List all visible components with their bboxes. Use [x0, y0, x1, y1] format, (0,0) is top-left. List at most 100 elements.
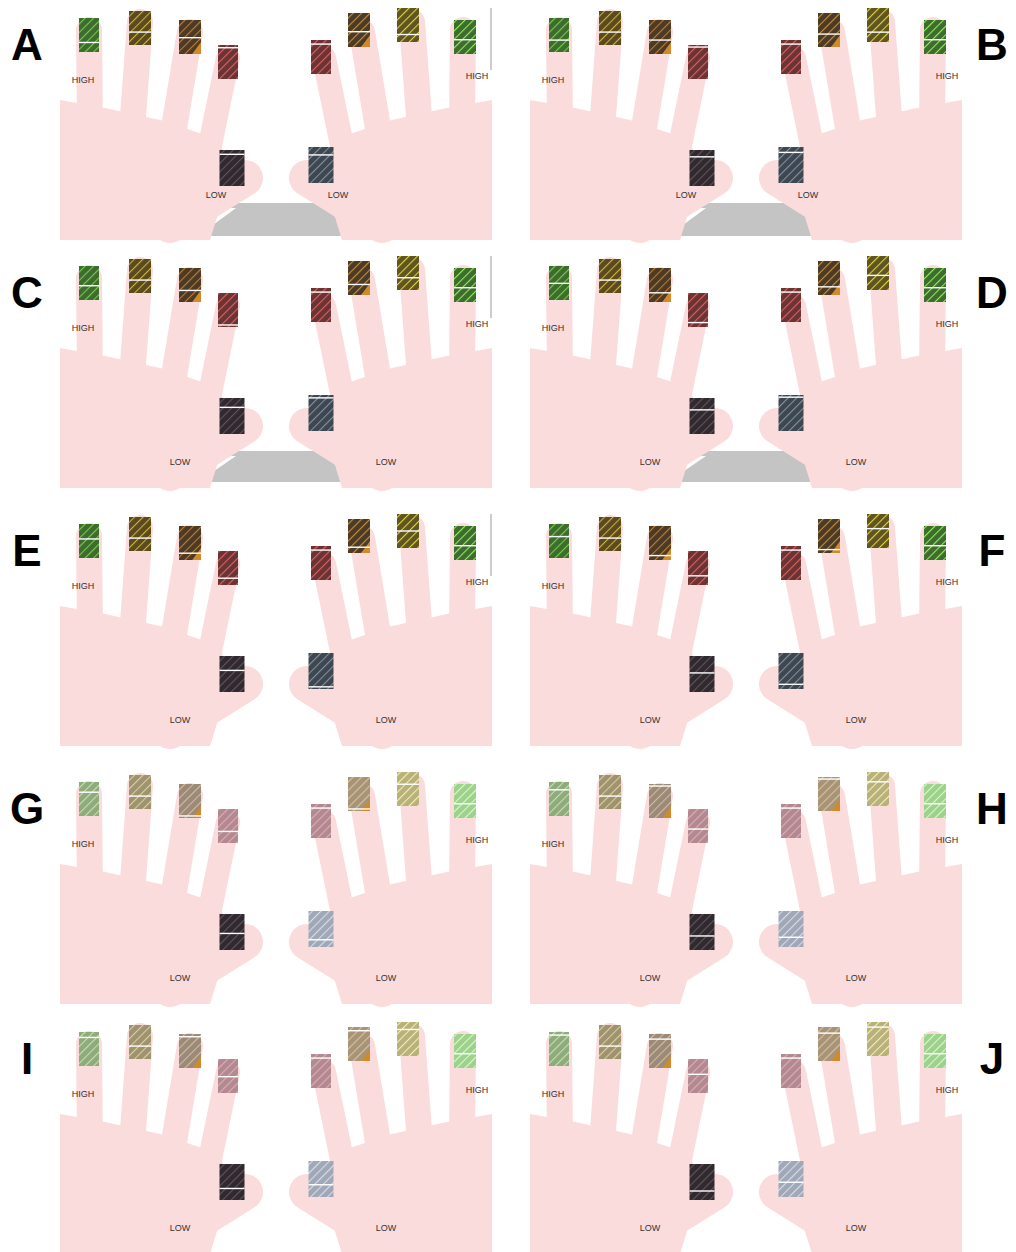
panel-letter: A [11, 23, 43, 67]
finger-marker [454, 526, 476, 560]
hand-panel [60, 1014, 492, 1252]
hand-shape [777, 270, 962, 488]
finger-marker [688, 809, 708, 843]
finger-marker [924, 784, 946, 818]
finger-marker [924, 20, 946, 54]
finger-marker [599, 775, 621, 809]
finger-marker [311, 40, 331, 74]
hand-shape [777, 22, 962, 240]
finger-marker [454, 784, 476, 818]
finger-marker [781, 40, 801, 74]
finger-marker [779, 395, 804, 431]
hand-shape [60, 786, 245, 1004]
finger-marker [220, 398, 245, 434]
finger-marker [311, 288, 331, 322]
finger-marker [79, 524, 99, 558]
finger-marker [867, 772, 889, 806]
finger-marker [688, 1059, 708, 1093]
finger-marker [311, 546, 331, 580]
high-label: HIGH [466, 578, 489, 587]
finger-marker [690, 1164, 715, 1200]
finger-marker [867, 514, 889, 548]
finger-marker [218, 293, 238, 327]
finger-marker [179, 526, 201, 560]
finger-marker [818, 261, 840, 295]
high-label: HIGH [936, 1086, 959, 1095]
finger-marker [218, 1059, 238, 1093]
finger-marker [779, 1161, 804, 1197]
finger-marker [779, 653, 804, 689]
low-label: LOW [640, 974, 661, 983]
hand-shape [60, 1036, 245, 1252]
panel-letter: H [976, 787, 1008, 831]
panel-letter: G [10, 787, 44, 831]
finger-marker [397, 1022, 419, 1056]
low-label: LOW [170, 716, 191, 725]
finger-marker [309, 395, 334, 431]
finger-marker [397, 514, 419, 548]
finger-marker [397, 772, 419, 806]
high-label: HIGH [542, 1090, 565, 1099]
finger-marker [549, 266, 569, 300]
finger-marker [454, 1034, 476, 1068]
finger-marker [549, 782, 569, 816]
low-label: LOW [676, 191, 697, 200]
finger-marker [179, 784, 201, 818]
panel-letter: J [980, 1037, 1004, 1081]
finger-marker [818, 1027, 840, 1061]
finger-marker [779, 911, 804, 947]
finger-marker [179, 1034, 201, 1068]
finger-marker [397, 8, 419, 42]
low-label: LOW [206, 191, 227, 200]
finger-marker [179, 20, 201, 54]
finger-marker [781, 288, 801, 322]
finger-marker [218, 45, 238, 79]
low-label: LOW [640, 1224, 661, 1233]
finger-marker [690, 150, 715, 186]
finger-marker [129, 775, 151, 809]
finger-marker [690, 914, 715, 950]
hand-shape [530, 22, 715, 240]
finger-marker [690, 398, 715, 434]
high-label: HIGH [466, 72, 489, 81]
finger-marker [79, 1032, 99, 1066]
high-label: HIGH [72, 1090, 95, 1099]
high-label: HIGH [466, 320, 489, 329]
finger-marker [309, 147, 334, 183]
finger-marker [129, 1025, 151, 1059]
finger-marker [348, 13, 370, 47]
hand-shape [777, 786, 962, 1004]
finger-marker [397, 256, 419, 290]
finger-marker [549, 1032, 569, 1066]
finger-marker [549, 524, 569, 558]
low-label: LOW [640, 458, 661, 467]
finger-marker [867, 1022, 889, 1056]
finger-marker [218, 809, 238, 843]
finger-marker [311, 804, 331, 838]
finger-marker [781, 1054, 801, 1088]
finger-marker [781, 546, 801, 580]
finger-marker [649, 1034, 671, 1068]
hand-shape [530, 1036, 715, 1252]
finger-marker [220, 1164, 245, 1200]
finger-marker [79, 266, 99, 300]
hand-panel [530, 248, 962, 488]
finger-marker [129, 517, 151, 551]
low-label: LOW [170, 458, 191, 467]
hand-panel [60, 506, 492, 746]
hand-panel [530, 506, 962, 746]
hand-shape [60, 22, 245, 240]
high-label: HIGH [72, 324, 95, 333]
hand-shape [60, 528, 245, 746]
finger-marker [309, 1161, 334, 1197]
finger-marker [818, 777, 840, 811]
finger-marker [348, 519, 370, 553]
finger-marker [924, 268, 946, 302]
low-label: LOW [640, 716, 661, 725]
hand-shape [307, 1036, 492, 1252]
finger-marker [599, 1025, 621, 1059]
low-label: LOW [170, 974, 191, 983]
finger-marker [220, 656, 245, 692]
